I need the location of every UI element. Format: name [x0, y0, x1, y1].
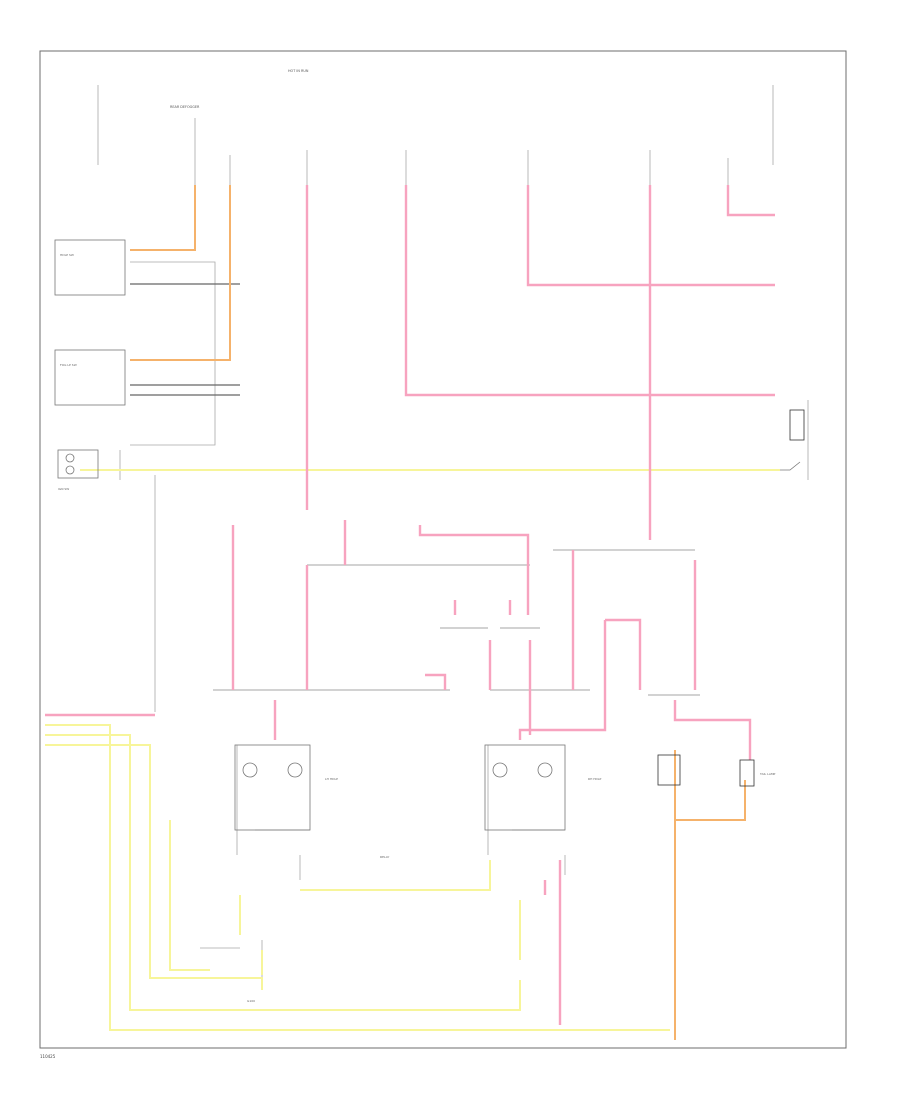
- orange-wires: [130, 185, 746, 1040]
- footer-code: 110425: [40, 1054, 56, 1059]
- pink-wires: [45, 185, 775, 1025]
- tail-lamp-label: TAIL LAMP: [759, 772, 776, 776]
- ign-sw-label: IGN SW: [58, 487, 69, 491]
- rear-defog-label: REAR DEFOGGER: [170, 105, 200, 109]
- hdlp-right-label: RH HDLP: [588, 777, 602, 781]
- labels: HOT IN RUN REAR DEFOGGER HDLP SW FOG LP …: [40, 69, 776, 1059]
- relay-label: RELAY: [380, 855, 390, 859]
- gray-wires: [97, 85, 809, 990]
- yellow-wires: [45, 469, 780, 1031]
- ground-label: G100: [247, 999, 255, 1003]
- diagram-border: [39, 50, 847, 1049]
- components: [54, 239, 805, 831]
- sw-panel-top-label: HDLP SW: [60, 253, 74, 257]
- hdlp-left-label: LH HDLP: [325, 777, 338, 781]
- sw-panel-bottom-label: FOG LP SW: [60, 363, 77, 367]
- fuse-top-label: HOT IN RUN: [288, 69, 309, 73]
